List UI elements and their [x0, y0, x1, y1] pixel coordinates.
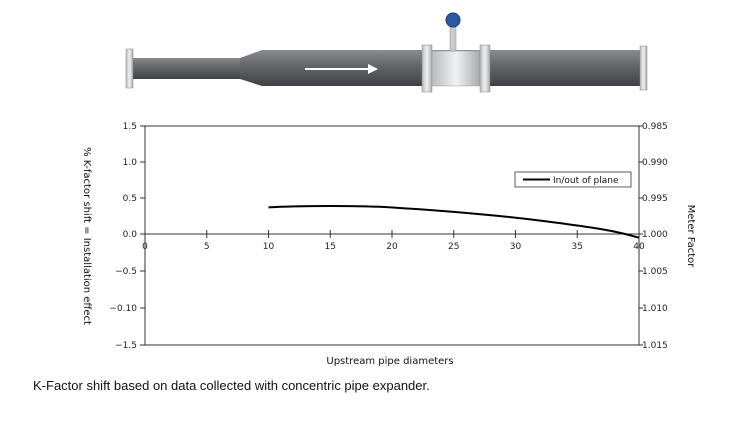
- x-tick-label: 15: [325, 242, 336, 252]
- x-tick-label: 35: [572, 242, 583, 252]
- x-tick-label: 10: [263, 242, 275, 252]
- legend: In/out of plane: [514, 171, 632, 188]
- pipe-expander-illustration: [125, 12, 648, 93]
- y-tick-label: 1.0: [123, 158, 138, 168]
- y-tick-label: −0.5: [115, 267, 137, 277]
- sensor-stem: [449, 26, 457, 52]
- y2-tick-label: 0.990: [642, 158, 668, 168]
- x-tick-label: 30: [510, 242, 522, 252]
- x-tick-label: 5: [204, 242, 210, 252]
- x-tick-label: 25: [448, 242, 459, 252]
- chart: 0 5 10 15 20 25 30 35 40 1.5 1.0 0.5 0.0 −0.5 −0.10 −1…: [81, 122, 696, 367]
- x-tick-label: 40: [633, 242, 645, 252]
- y2-tick-label: 0.995: [642, 194, 668, 204]
- legend-label: In/out of plane: [553, 176, 619, 186]
- small-pipe: [133, 58, 240, 79]
- legend-box: [514, 171, 632, 188]
- sensor-head-icon: [445, 12, 461, 28]
- figure-caption: K-Factor shift based on data collected w…: [33, 378, 430, 393]
- series-lines: [268, 205, 640, 239]
- meter-flange-right: [479, 44, 491, 93]
- y-axis-label: % K-factor shift = Installation effect: [81, 147, 92, 325]
- y2-axis-label: Meter Factor: [685, 205, 696, 269]
- y2-tick-label: 0.985: [642, 122, 668, 132]
- y2-tick-label: 1.015: [642, 341, 668, 351]
- left-flange: [125, 48, 134, 89]
- y-axis-ticks: 1.5 1.0 0.5 0.0 −0.5 −0.10 −1.5: [109, 122, 145, 351]
- y2-tick-label: 1.010: [642, 304, 668, 314]
- x-axis-ticks: 0 5 10 15 20 25 30 35 40: [142, 230, 645, 252]
- meter-flange-left: [421, 44, 433, 93]
- y2-tick-label: 1.005: [642, 267, 668, 277]
- x-axis-label: Upstream pipe diameters: [326, 356, 453, 367]
- y-tick-label: −1.5: [115, 341, 137, 351]
- series-line: [268, 205, 640, 239]
- meter-body: [431, 50, 481, 87]
- expander-cone: [240, 50, 262, 86]
- x-tick-label: 20: [386, 242, 398, 252]
- y-tick-label: 0.0: [123, 230, 138, 240]
- right-flange: [639, 45, 648, 91]
- y-tick-label: 0.5: [123, 194, 137, 204]
- x-tick-label: 0: [142, 242, 148, 252]
- y2-tick-label: 1.000: [642, 230, 668, 240]
- y-tick-label: −0.10: [109, 304, 137, 314]
- y-tick-label: 1.5: [123, 122, 137, 132]
- y2-axis-ticks: 0.985 0.990 0.995 1.000 1.005 1.010 1.015: [639, 122, 668, 351]
- flow-arrow-head-icon: [368, 64, 378, 74]
